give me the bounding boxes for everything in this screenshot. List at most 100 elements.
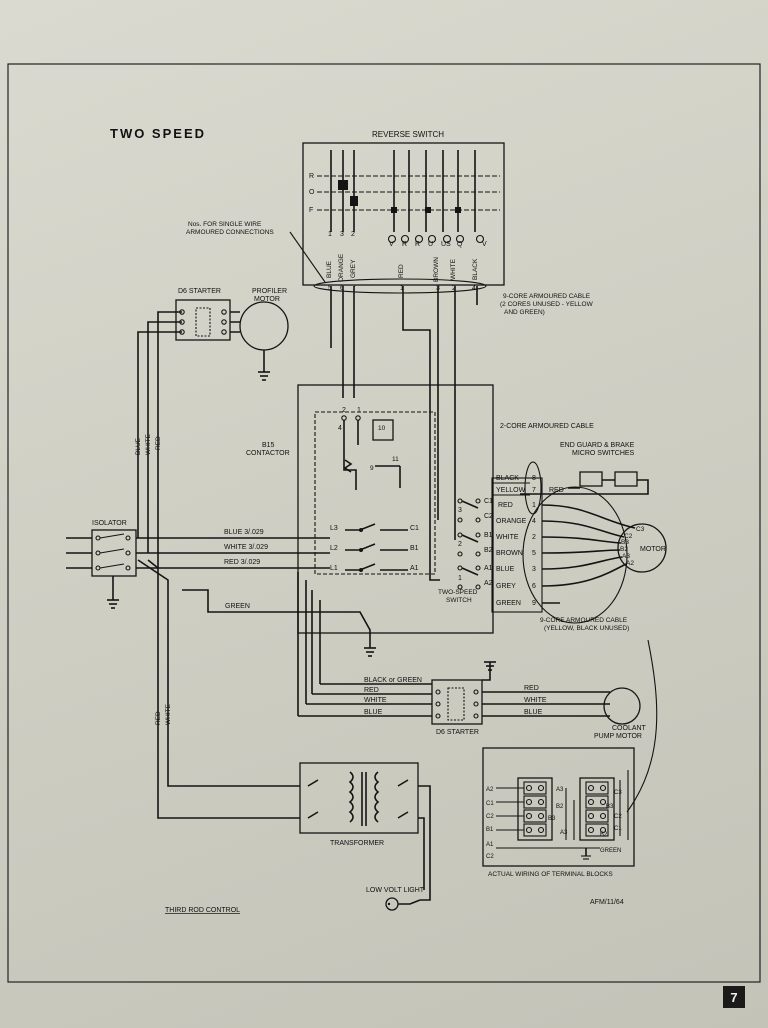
row-label-o: O	[309, 189, 315, 196]
d6-left-blue: BLUE	[364, 709, 383, 716]
tss-b2: B2	[484, 547, 493, 554]
tss-c2: C2	[484, 513, 493, 520]
motor-c2: C2	[624, 533, 633, 540]
tb-left-a2: A2	[486, 787, 494, 793]
b15-l1: L1	[330, 565, 338, 572]
row-orange: ORANGE	[496, 518, 527, 525]
rs-term-3: 3	[340, 231, 344, 238]
b15-c1: C1	[410, 525, 419, 532]
b15-aux-9: 9	[370, 465, 374, 472]
core-num-1: 1	[400, 285, 404, 292]
tss-side-3: 3	[458, 507, 462, 514]
motor-a2: A2	[626, 560, 634, 567]
tb-inner-b2: B2	[556, 804, 564, 810]
left-vertical-wires	[137, 311, 182, 535]
green-earth-wire	[182, 589, 371, 648]
tb-inner-b3: B3	[606, 804, 614, 810]
drive-motor-terms: C3 C2 B3 B2 A3 A2	[620, 526, 645, 567]
terminal-block-right	[579, 777, 615, 841]
terminal-blocks-inset	[482, 747, 635, 867]
d6-starter-top-box	[175, 299, 231, 341]
lower-vertical-labels: RED WHITE	[155, 703, 172, 725]
d6-starter-top-contacts	[179, 307, 227, 337]
tb-inner-c2: C2	[614, 814, 622, 820]
panel-earth-icon	[364, 647, 376, 657]
tb-left-c2: C2	[486, 814, 494, 820]
tss-c1: C1	[484, 498, 493, 505]
b15-aux-4: 4	[338, 425, 342, 432]
micro-switch-1	[579, 471, 603, 487]
motor-b3: B3	[621, 539, 629, 546]
d6-starter-bottom-label: D6 STARTER	[436, 729, 479, 736]
cable-9core-bottom-label: 9-CORE ARMOURED CABLE(YELLOW, BLACK UNUS…	[540, 617, 629, 632]
terminal-earth-icon	[581, 855, 591, 860]
transformer-feed-wires	[137, 559, 300, 819]
d6-left-white: WHITE	[364, 697, 387, 704]
green-label: GREEN	[225, 603, 250, 610]
row-red: RED	[498, 502, 513, 509]
b15-aux-11: 11	[392, 456, 399, 463]
row-white-num: 2	[532, 534, 536, 541]
motor-b2: B2	[620, 546, 628, 553]
d6-bottom-right-labels: RED WHITE BLUE	[524, 685, 547, 716]
supply-blue: BLUE 3/.029	[224, 529, 264, 536]
b15-l2: L2	[330, 545, 338, 552]
tb-left-c2b: C2	[486, 854, 494, 860]
d6-bottom-earth-icon	[484, 661, 496, 671]
isolator-contacts	[95, 533, 131, 571]
d6-right-red: RED	[524, 685, 539, 692]
reverse-switch-rows: R O F	[309, 173, 500, 214]
b15-b1: B1	[410, 545, 419, 552]
cable-9core-bottom-ring	[522, 486, 628, 624]
cable-9core-top-label: 9-CORE ARMOURED CABLE(2 CORES UNUSED - Y…	[500, 293, 594, 316]
micro-switch-2	[614, 471, 638, 487]
supply-red: RED 3/.029	[224, 559, 260, 566]
tb-inner-b2b: B2	[600, 832, 608, 838]
transformer-symbol	[307, 771, 409, 826]
row-black: BLACK	[496, 475, 519, 482]
row-yellow: YELLOW	[496, 487, 526, 494]
row-label-f: F	[309, 207, 313, 214]
b15-term-2: 2	[342, 407, 346, 414]
transformer-box	[299, 762, 419, 834]
b15-l3: L3	[330, 525, 338, 532]
terminal-block-left	[517, 777, 553, 841]
two-speed-contact-labels: C1 C2 B1 B2 A1 A2 3 2 1	[458, 498, 493, 587]
rs-term-r2: R	[415, 241, 420, 248]
note-leader	[289, 231, 326, 283]
rs-term-2: 2	[351, 231, 355, 238]
row-yellow-red: RED	[549, 487, 564, 494]
tss-a2: A2	[484, 580, 493, 587]
left-label-white: WHITE	[145, 433, 152, 455]
tb-green: GREEN	[600, 848, 621, 854]
row-white: WHITE	[496, 534, 519, 541]
d6-starter-bottom-box	[431, 679, 483, 725]
b15-term-1: 1	[357, 407, 361, 414]
row-red-num: 1	[532, 502, 536, 509]
row-green: GREEN	[496, 600, 521, 607]
core-num-6: 6	[340, 285, 344, 292]
row-label-r: R	[309, 173, 314, 180]
motor-a3: A3	[622, 553, 630, 560]
row-black-num: 8	[532, 475, 536, 482]
transformer-label: TRANSFORMER	[330, 840, 384, 847]
tss-side-2: 2	[458, 541, 462, 548]
b15-coil	[372, 419, 394, 441]
supply-labels: BLUE 3/.029 WHITE 3/.029 RED 3/.029	[224, 529, 268, 566]
rs-term-us: US	[441, 241, 451, 248]
profiler-earth-icon	[258, 371, 270, 381]
reference-code: AFM/11/64	[590, 899, 624, 906]
third-rod-label: THIRD ROD CONTROL	[165, 907, 240, 914]
tb-left-c1: C1	[486, 801, 494, 807]
page-number: 7	[723, 986, 745, 1008]
d6-left-black-green: BLACK or GREEN	[364, 677, 422, 684]
motor-c3: C3	[636, 526, 645, 533]
reverse-switch-box	[302, 142, 505, 286]
top-wire-labels: BLUE ORANGE GREY RED BROWN WHITE BLACK	[326, 253, 479, 282]
core-num-4: 4	[472, 285, 476, 292]
